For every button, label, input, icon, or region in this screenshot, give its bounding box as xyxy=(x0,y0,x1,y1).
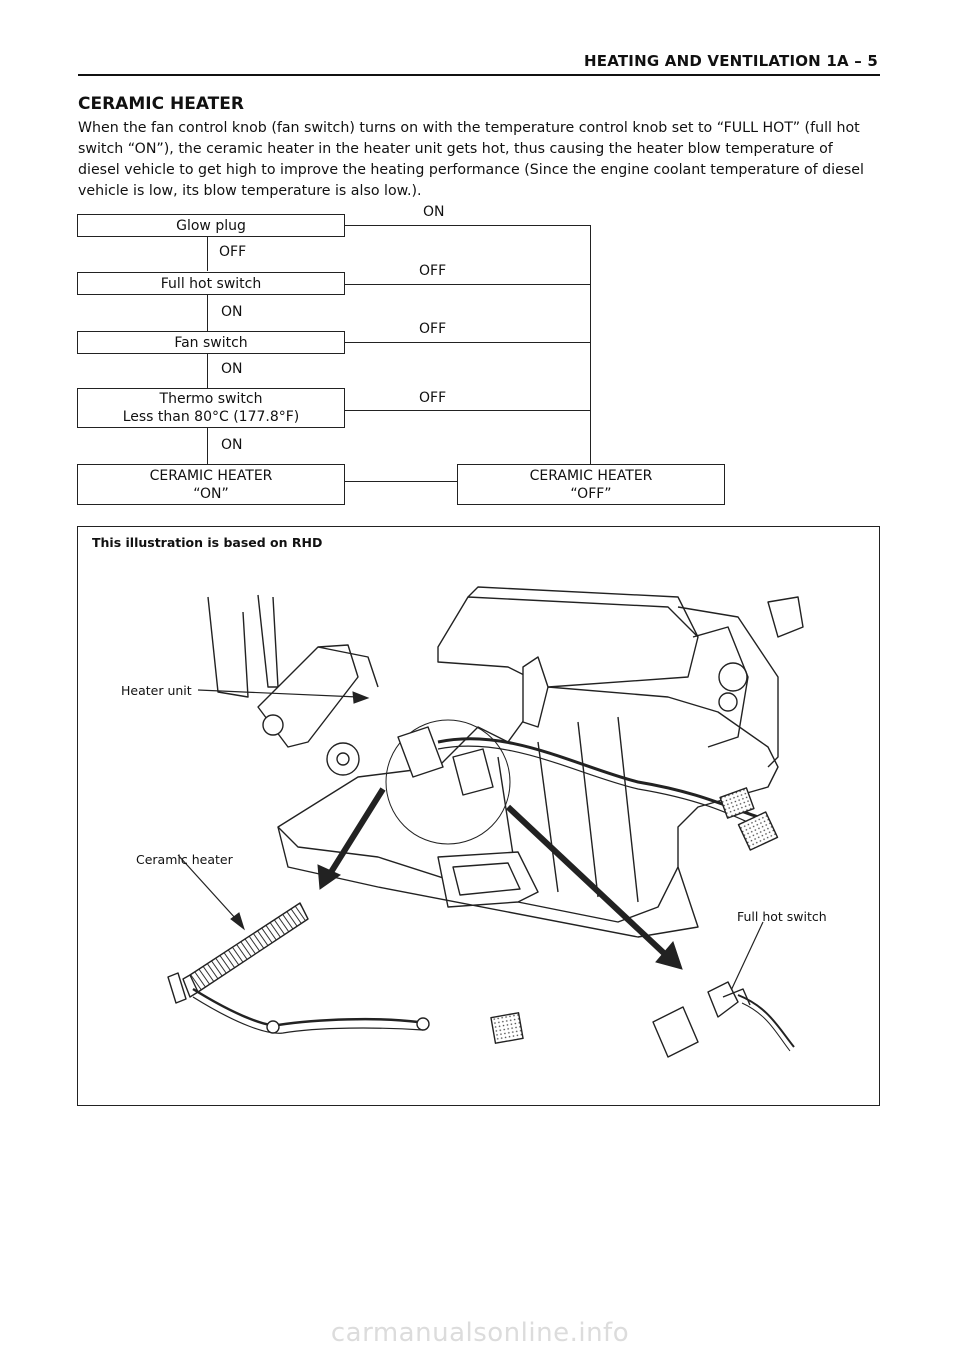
ceramic-heater-on-state: “ON” xyxy=(193,485,229,502)
connector-line xyxy=(590,225,591,464)
fan-right-label: OFF xyxy=(419,321,447,337)
section-title: CERAMIC HEATER xyxy=(78,94,244,114)
glow-plug-box: Glow plug xyxy=(77,214,345,237)
ceramic-heater-on-box: CERAMIC HEATER “ON” xyxy=(77,464,345,505)
thermo-switch-condition: Less than 80°C (177.8°F) xyxy=(122,409,300,425)
glow-plug-label: Glow plug xyxy=(176,217,246,234)
figure-note: This illustration is based on RHD xyxy=(92,535,323,550)
glow-plug-right-label: ON xyxy=(423,204,445,220)
ceramic-heater-off-state: “OFF” xyxy=(570,485,612,502)
callout-heater-unit: Heater unit xyxy=(121,683,192,698)
thermo-switch-box: Thermo switch Less than 80°C (177.8°F) xyxy=(77,388,345,428)
connector-line xyxy=(344,284,591,285)
glow-plug-down-label: OFF xyxy=(219,244,247,260)
connector-line xyxy=(207,236,208,271)
connector-line xyxy=(207,295,208,332)
ceramic-heater-off-box: CERAMIC HEATER “OFF” xyxy=(457,464,725,505)
fan-switch-box: Fan switch xyxy=(77,331,345,354)
connector-line xyxy=(344,225,591,226)
heater-unit-illustration xyxy=(167,586,804,1058)
connector-line xyxy=(207,428,208,464)
thermo-right-label: OFF xyxy=(419,390,447,406)
intro-paragraph: When the fan control knob (fan switch) t… xyxy=(78,120,864,199)
connector-line xyxy=(207,353,208,389)
connector-line xyxy=(344,410,591,411)
connector-line xyxy=(344,342,591,343)
thermo-down-label: ON xyxy=(221,437,243,453)
full-hot-down-label: ON xyxy=(221,304,243,320)
header-rule xyxy=(78,74,880,76)
fan-down-label: ON xyxy=(221,361,243,377)
full-hot-right-label: OFF xyxy=(419,263,447,279)
fan-switch-label: Fan switch xyxy=(174,334,248,351)
callout-full-hot-switch: Full hot switch xyxy=(737,909,827,924)
thermo-switch-label: Thermo switch xyxy=(159,391,263,407)
callout-ceramic-heater: Ceramic heater xyxy=(136,852,233,867)
illustration-figure: This illustration is based on RHD xyxy=(77,526,880,1106)
connector-line xyxy=(344,481,457,482)
full-hot-switch-box: Full hot switch xyxy=(77,272,345,295)
ceramic-heater-off-label: CERAMIC HEATER xyxy=(529,467,653,484)
full-hot-switch-label: Full hot switch xyxy=(160,275,262,292)
watermark: carmanualsonline.info xyxy=(330,1318,630,1348)
ceramic-heater-on-label: CERAMIC HEATER xyxy=(149,467,273,484)
page-header-title: HEATING AND VENTILATION 1A – 5 xyxy=(584,52,878,70)
